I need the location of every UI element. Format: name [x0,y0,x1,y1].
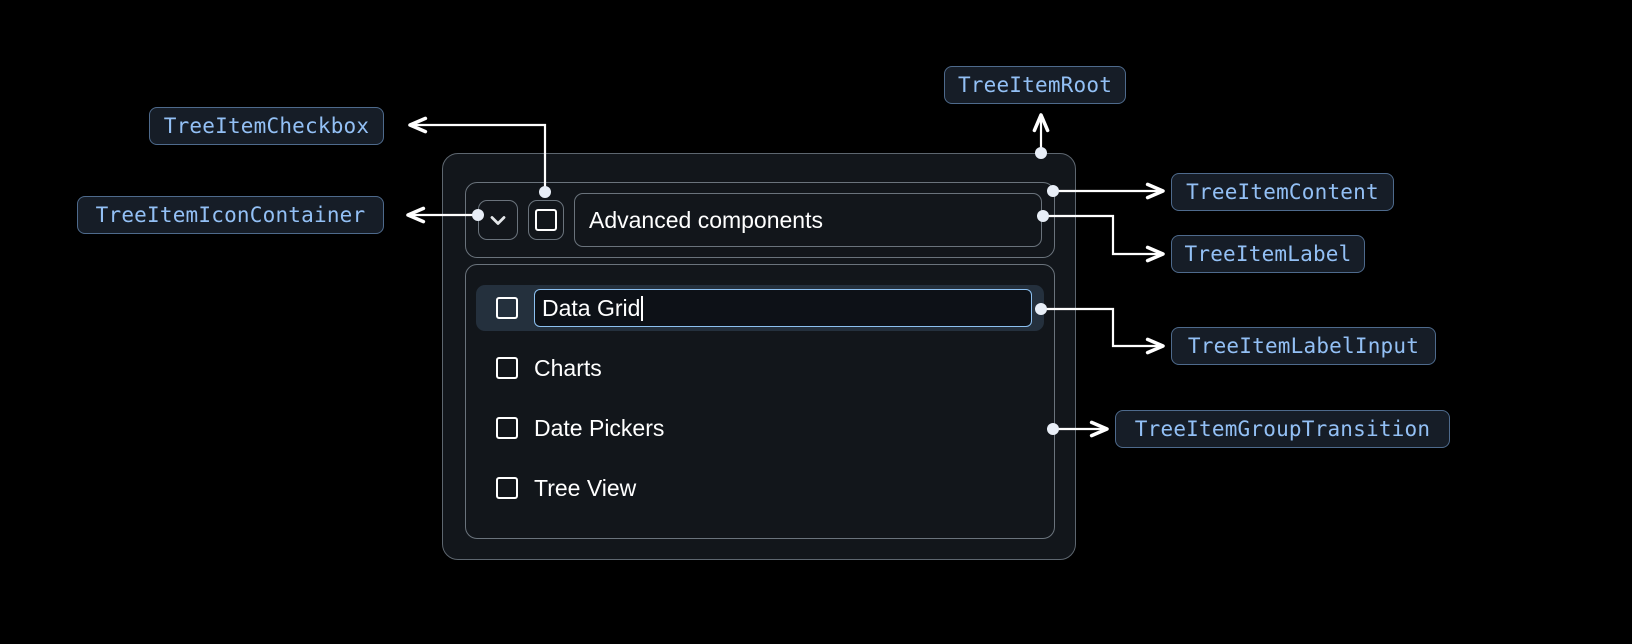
tree-item-label: Tree View [534,474,637,501]
tree-item-row-tree-view[interactable]: Tree View [476,465,1044,511]
annotation-tree-item-label: TreeItemLabel [1171,235,1365,273]
tree-item-label-input-value: Data Grid [542,294,641,321]
tree-item-checkbox[interactable] [496,297,518,319]
annotation-tree-item-root: TreeItemRoot [944,66,1126,104]
chevron-down-icon [485,207,511,233]
tree-item-label: Date Pickers [534,414,665,441]
annotation-label-text: TreeItemContent [1186,180,1379,204]
text-caret [641,295,643,321]
tree-item-checkbox[interactable] [496,417,518,439]
tree-item-root[interactable]: Advanced components Data Grid Charts Dat… [442,153,1076,560]
annotation-label-text: TreeItemCheckbox [163,114,370,138]
tree-item-row-charts[interactable]: Charts [476,345,1044,391]
annotation-tree-item-content: TreeItemContent [1171,173,1394,211]
tree-item-label: Charts [534,354,602,381]
annotation-tree-item-label-input: TreeItemLabelInput [1171,327,1436,365]
tree-item-checkbox[interactable] [528,200,564,240]
tree-item-content[interactable]: Advanced components [465,182,1055,258]
tree-item-label-input[interactable]: Data Grid [534,289,1032,327]
tree-item-label-text: Advanced components [589,206,823,233]
annotation-label-text: TreeItemLabel [1184,242,1352,266]
annotation-label-text: TreeItemRoot [957,73,1113,97]
tree-item-group-transition: Data Grid Charts Date Pickers Tree View [465,264,1055,539]
annotation-tree-item-group-transition: TreeItemGroupTransition [1115,410,1450,448]
tree-item-checkbox[interactable] [496,477,518,499]
checkbox-box-icon [535,209,557,231]
tree-item-checkbox[interactable] [496,357,518,379]
tree-item-icon-container[interactable] [478,200,518,240]
annotation-label-text: TreeItemGroupTransition [1134,417,1431,441]
annotation-label-text: TreeItemIconContainer [95,203,366,227]
tree-item-label[interactable]: Advanced components [574,193,1042,247]
annotation-tree-item-icon-container: TreeItemIconContainer [77,196,384,234]
annotation-tree-item-checkbox: TreeItemCheckbox [149,107,384,145]
tree-item-row-date-pickers[interactable]: Date Pickers [476,405,1044,451]
tree-item-row-data-grid[interactable]: Data Grid [476,285,1044,331]
annotation-label-text: TreeItemLabelInput [1187,334,1420,358]
